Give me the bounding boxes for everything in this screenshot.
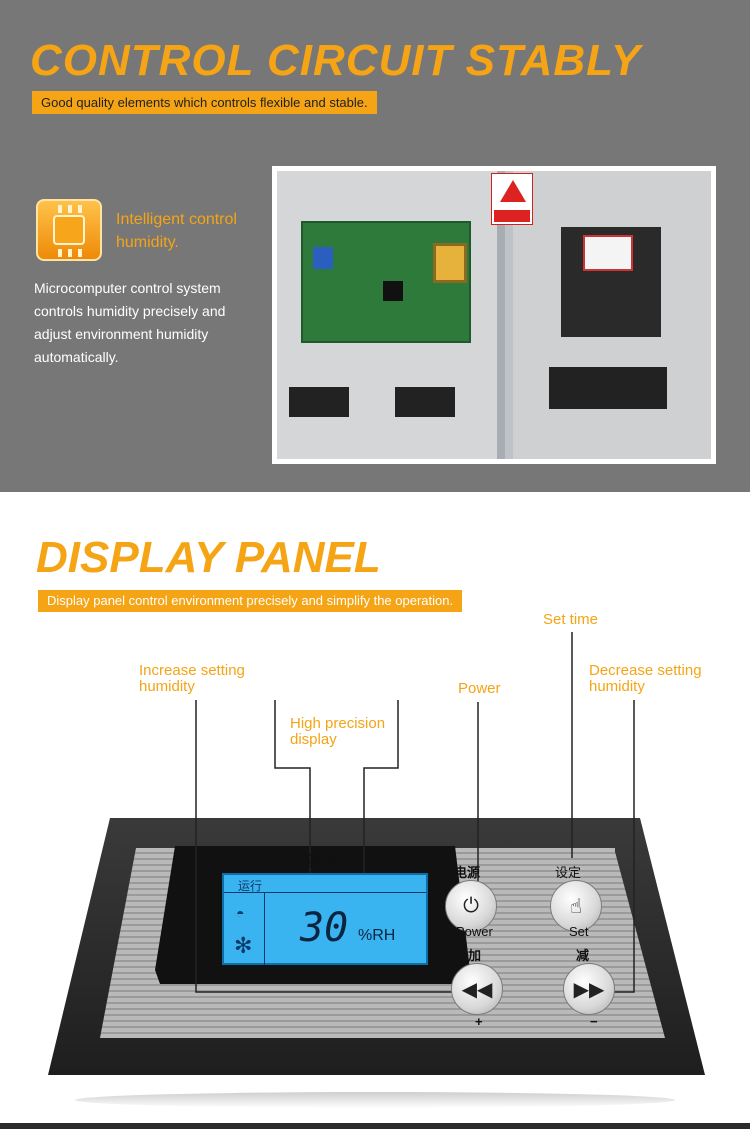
section-subtitle-circuit: Good quality elements which controls fle… [32, 91, 377, 114]
minus-label-cn: 减 [576, 948, 590, 963]
double-chevron-left-icon: ◀◀ [461, 978, 493, 1001]
power-icon: ⏻ [463, 894, 479, 917]
fan-icon: ✻ [234, 933, 253, 958]
lcd-display: 运行 ◓ ✻ 30 %RH [222, 873, 428, 965]
humidity-value: 30 [300, 905, 349, 951]
hand-pointer-icon: ☝ [569, 895, 583, 918]
pcb-board [301, 221, 471, 343]
humidity-unit: %RH [358, 927, 396, 944]
callout-display: High precision display [290, 715, 386, 748]
chip-icon [36, 199, 102, 261]
plus-symbol: + [475, 1014, 483, 1029]
minus-symbol: − [590, 1014, 598, 1029]
plus-label-cn: 加 [468, 948, 482, 963]
power-label-en: Power [456, 924, 493, 939]
lcd-status: 运行 [238, 879, 263, 893]
set-label-en: Set [569, 924, 589, 939]
double-chevron-right-icon: ▶▶ [573, 978, 605, 1001]
feature-description: Microcomputer control system controls hu… [34, 280, 226, 365]
callout-increase: Increase setting humidity [139, 662, 245, 695]
callout-set-time: Set time [543, 611, 599, 628]
high-voltage-warning-icon [491, 173, 533, 225]
decrease-button[interactable]: ▶▶ [563, 963, 615, 1015]
circuit-section: CONTROL CIRCUIT STABLY Good quality elem… [0, 0, 750, 492]
contactor [561, 227, 661, 337]
power-button[interactable]: ⏻ [445, 880, 497, 932]
power-label-cn: 电源 [454, 865, 481, 880]
callout-decrease: Decrease setting humidity [589, 662, 702, 695]
section-subtitle-display: Display panel control environment precis… [38, 590, 463, 612]
set-label-cn: 设定 [555, 865, 582, 880]
terminal-block [289, 387, 349, 417]
terminal-block [395, 387, 455, 417]
callout-power: Power [458, 680, 501, 697]
increase-button[interactable]: ◀◀ [451, 963, 503, 1015]
lcd-title: 湿度 % [306, 853, 354, 870]
terminal-row [549, 367, 667, 409]
feature-title: Intelligent control humidity. [116, 211, 237, 251]
circuit-board-photo [272, 166, 716, 464]
section-title-circuit: CONTROL CIRCUIT STABLY [30, 36, 642, 85]
set-button[interactable]: ☝ [550, 880, 602, 932]
section-title-display: DISPLAY PANEL [36, 533, 381, 582]
mode-icon: ◓ [236, 905, 245, 921]
